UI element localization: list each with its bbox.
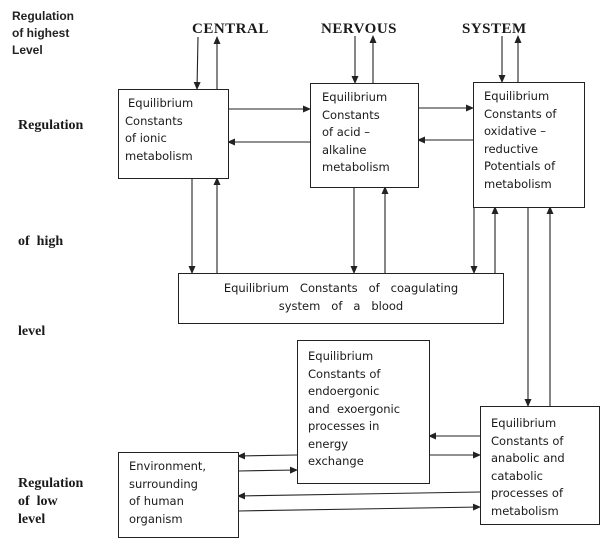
box-text-line: processes of [491,486,563,500]
arrow-anabolic-to-environment [237,491,481,500]
box-text-line: Constants [322,107,380,122]
label-line: of low [18,494,58,509]
box-text-line: of ionic [125,131,167,145]
box-text-line: processes in [308,419,380,433]
box-ionic-metabolism: Equilibrium Constants of ionic metabolis… [118,89,229,179]
box-text-line: organism [129,511,183,526]
box-coagulating-system-blood: Equilibrium Constants of coagulating sys… [178,273,504,324]
box-text-line: exchange [308,454,364,468]
box-text-line: oxidative – [484,124,547,138]
box-text-line: metabolism [491,503,559,518]
box-text-line: reductive [484,141,539,156]
box-text-line: metabolism [322,160,390,174]
box-text-line: endoergonic [308,384,380,398]
arrow-cns-to-ionic [193,36,201,90]
box-environment-human-organism: Environment, surrounding of human organi… [118,452,239,538]
box-text-line: Environment, [129,459,207,473]
box-oxidative-reductive-potentials: Equilibrium Constants of oxidative – red… [473,82,585,208]
title-nervous: NERVOUS [321,21,398,37]
label-line: level [18,512,46,527]
box-text-line: of human [129,494,184,508]
box-text-line: metabolism [484,176,552,191]
box-text-line: and exoergonic [308,401,401,416]
box-text-line: of acid – [322,125,371,139]
box-text-line: anabolic and [491,451,565,465]
box-text-line: Equilibrium [128,96,194,110]
label-line: Regulation [18,476,84,491]
arrow-environment-to-energy [237,466,298,474]
label-regulation-high-level-line2: of high [18,234,64,249]
box-text-line: energy [308,436,349,451]
box-text-line: Constants [125,113,183,128]
box-text-line: Equilibrium [484,89,550,103]
label-regulation-high-level-line1: Regulation [18,118,84,133]
box-text-line: Constants of [484,106,557,121]
box-text-line: surrounding [129,476,198,491]
title-central: CENTRAL [192,21,269,37]
label-regulation-low-level: Regulation of low level [18,475,83,529]
arrow-energy-to-environment [237,452,298,460]
box-text-line: Equilibrium [322,90,388,104]
box-text-line: Equilibrium [491,416,557,430]
title-system: SYSTEM [462,21,527,37]
box-text-line: alkaline [322,142,367,157]
box-text-line: Constants of [491,433,564,448]
box-text-line: system of a blood [278,298,404,313]
box-text-line: catabolic [491,468,543,483]
label-line: Regulation [12,9,74,23]
arrow-environment-to-anabolic [237,503,481,512]
box-text-line: metabolism [125,148,193,163]
label-regulation-high-level-line3: level [18,324,46,339]
box-endoergonic-exoergonic-processes: Equilibrium Constants of endoergonic and… [297,340,430,484]
box-text-line: Constants of [308,366,381,381]
box-text-line: Equilibrium Constants of coagulating [223,281,459,295]
label-line: of highest [12,26,70,40]
label-line: Level [12,43,43,57]
box-anabolic-catabolic-processes: Equilibrium Constants of anabolic and ca… [480,406,600,525]
box-text-line: Potentials of [484,159,556,173]
box-text-line: Equilibrium [308,349,374,363]
label-regulation-highest-level: Regulation of highest Level [12,8,74,59]
box-acid-alkaline-metabolism: Equilibrium Constants of acid – alkaline… [310,83,419,188]
